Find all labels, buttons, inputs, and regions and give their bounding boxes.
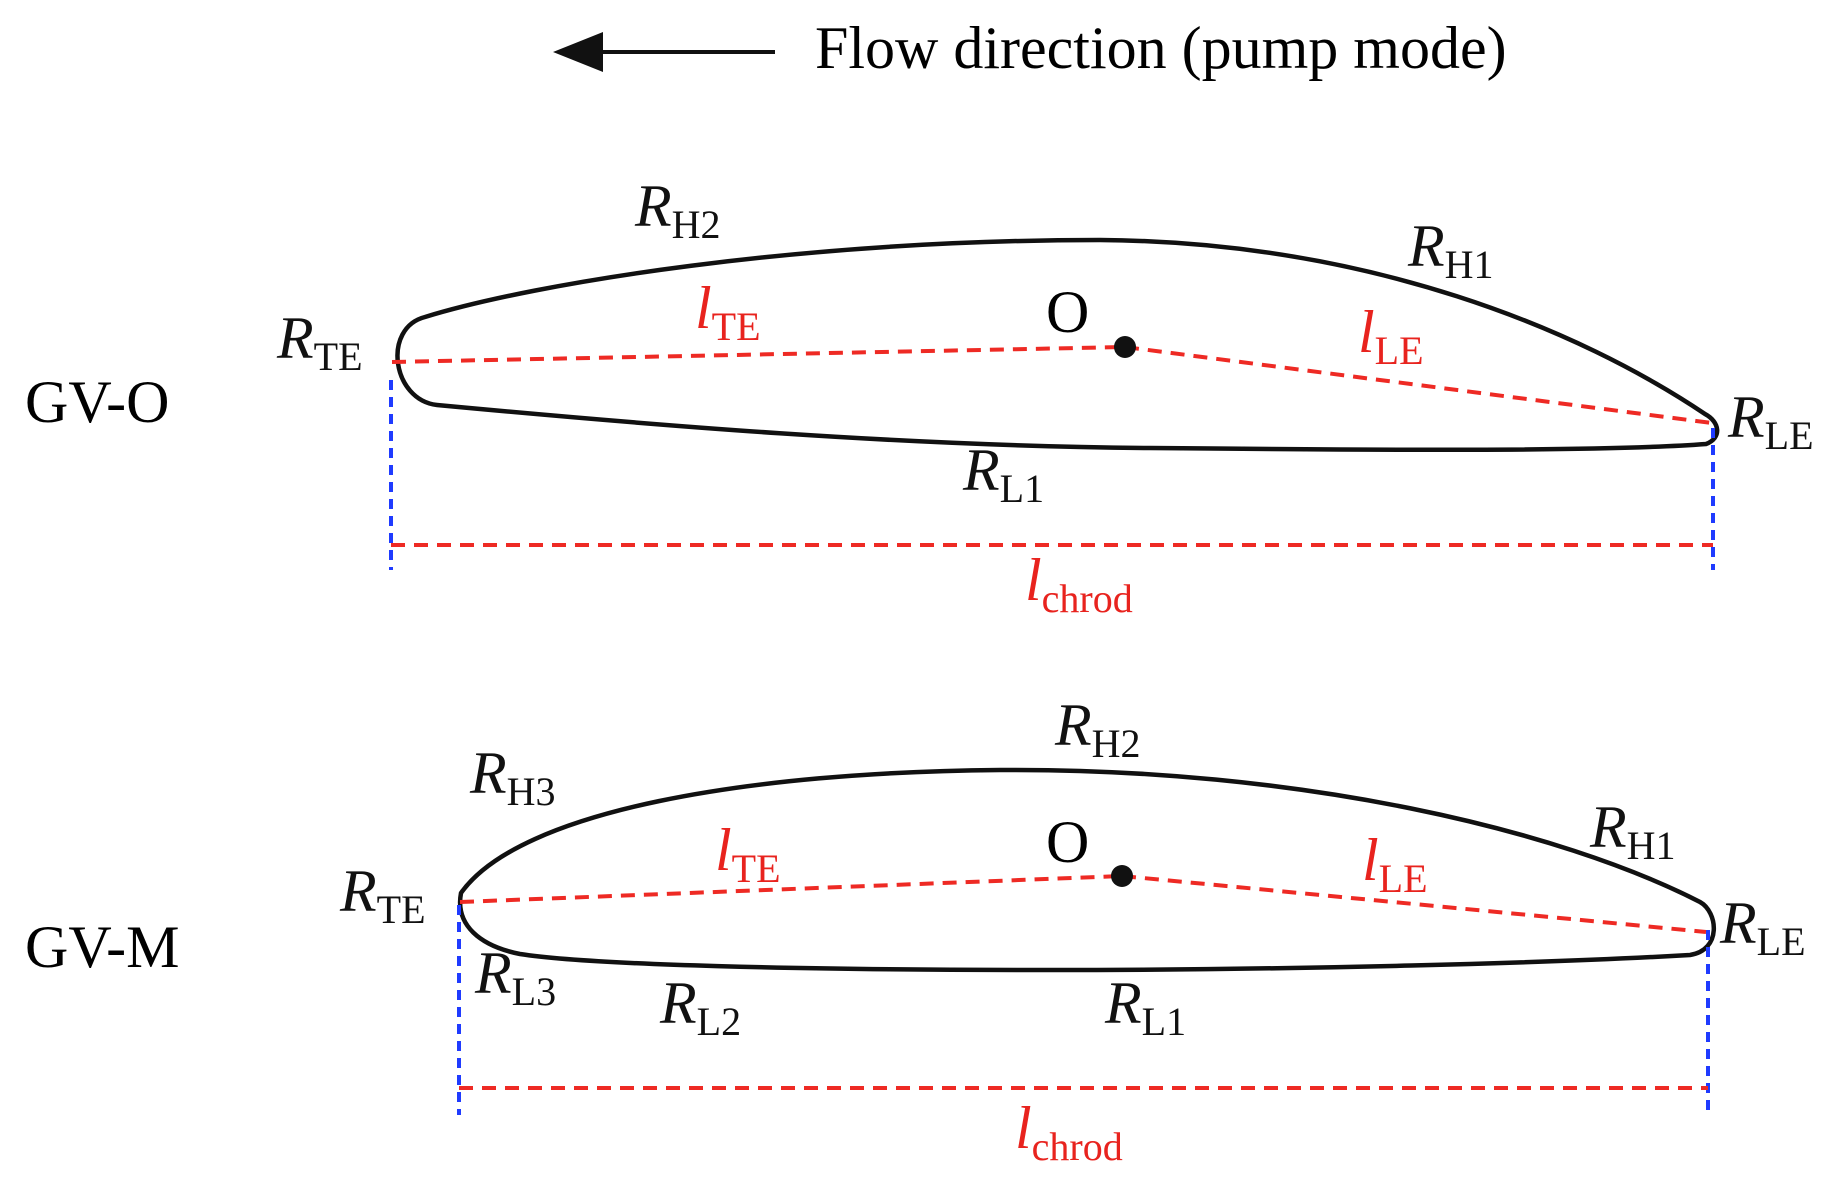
label-l-le-gv-o: lLE <box>1358 299 1424 373</box>
label-r-h2-gv-m: RH2 <box>1054 692 1141 766</box>
center-point-gv-m <box>1111 865 1133 887</box>
blade-profile-gv-m <box>457 767 1716 973</box>
label-r-h2-gv-o: RH2 <box>634 173 721 247</box>
panel-title-gv-o: GV-O <box>25 369 169 435</box>
panel-gv-m: GV-M O RTE RLE RH3 RH2 RH1 RL3 RL2 RL1 l… <box>25 692 1806 1169</box>
label-r-te-gv-o: RTE <box>276 305 363 379</box>
flow-direction-label: Flow direction (pump mode) <box>815 15 1507 81</box>
flow-direction-indicator: Flow direction (pump mode) <box>553 15 1507 81</box>
label-r-l1-gv-m: RL1 <box>1104 970 1186 1044</box>
label-r-h1-gv-o: RH1 <box>1407 213 1494 287</box>
center-label-gv-m: O <box>1046 809 1089 875</box>
blade-profile-gv-o <box>395 237 1720 453</box>
l-le-line-gv-o <box>1124 345 1713 425</box>
label-r-h3-gv-m: RH3 <box>469 740 556 814</box>
l-le-line-gv-m <box>1121 874 1707 934</box>
label-l-te-gv-m: lTE <box>715 817 781 891</box>
label-r-l2-gv-m: RL2 <box>659 970 741 1044</box>
label-r-te-gv-m: RTE <box>339 858 426 932</box>
label-r-h1-gv-m: RH1 <box>1589 794 1676 868</box>
panel-title-gv-m: GV-M <box>25 914 179 980</box>
label-l-le-gv-m: lLE <box>1362 827 1428 901</box>
center-label-gv-o: O <box>1046 279 1089 345</box>
label-l-chord-gv-m: lchrod <box>1015 1095 1123 1169</box>
label-l-chord-gv-o: lchrod <box>1025 547 1133 621</box>
flow-arrow-head-icon <box>553 32 603 72</box>
label-r-l3-gv-m: RL3 <box>474 940 556 1014</box>
label-l-te-gv-o: lTE <box>695 275 761 349</box>
l-te-line-gv-m <box>459 874 1123 904</box>
label-r-le-gv-o: RLE <box>1727 384 1814 458</box>
center-point-gv-o <box>1114 336 1136 358</box>
label-r-l1-gv-o: RL1 <box>962 437 1044 511</box>
label-r-le-gv-m: RLE <box>1719 890 1806 964</box>
panel-gv-o: GV-O O RTE RLE RH2 RH1 RL1 lTE lLE lchro… <box>25 173 1814 621</box>
l-te-line-gv-o <box>391 345 1126 364</box>
